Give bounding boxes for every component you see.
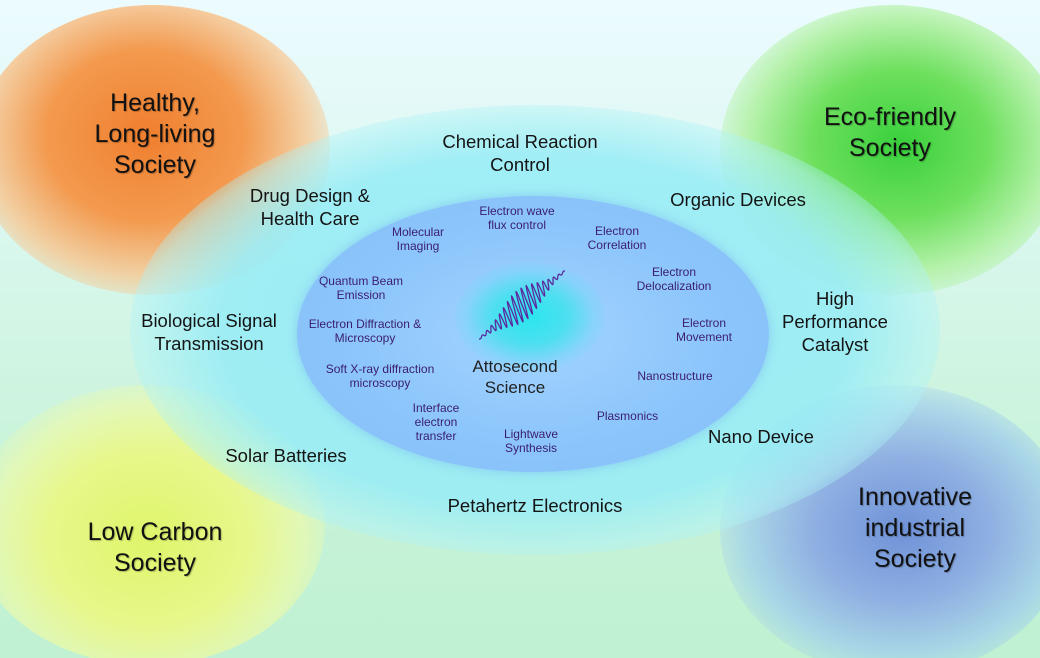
tech-soft-xray: Soft X-ray diffraction microscopy [325,362,435,390]
center-title: Attosecond Science [472,357,558,397]
tech-molecular-imaging: Molecular Imaging [391,225,445,253]
society-label-health: Healthy, Long-living Society [94,89,216,179]
tech-electron-delocalization: Electron Delocalization [636,265,712,293]
app-organic-devices: Organic Devices [670,189,806,210]
app-biological-signal: Biological Signal Transmission [141,310,277,354]
tech-electron-movement: Electron Movement [675,316,733,344]
society-label-low-carbon: Low Carbon Society [87,518,223,577]
society-label-eco: Eco-friendly Society [824,103,956,162]
society-label-innovative: Innovative industrial Society [858,483,972,573]
app-high-performance-catalyst: High Performance Catalyst [782,288,888,355]
core-glow [455,262,605,372]
app-solar-batteries: Solar Batteries [225,445,347,466]
tech-electron-correlation: Electron Correlation [587,224,647,252]
tech-quantum-beam: Quantum Beam Emission [318,274,404,302]
attosecond-pulse-waveform-icon [479,270,565,340]
app-nano-device: Nano Device [708,426,814,447]
tech-interface-electron-transfer: Interface electron transfer [412,401,460,443]
tech-lightwave-synthesis: Lightwave Synthesis [503,427,559,455]
app-drug-design: Drug Design & Health Care [249,185,371,229]
waveform-path [479,270,565,340]
tech-plasmonics: Plasmonics [596,409,659,423]
tech-nanostructure: Nanostructure [637,369,713,383]
app-petahertz-electronics: Petahertz Electronics [447,495,623,516]
app-chemical-reaction-control: Chemical Reaction Control [442,131,598,175]
tech-electron-wave-flux: Electron wave flux control [479,204,555,232]
tech-electron-diffraction: Electron Diffraction & Microscopy [308,317,422,345]
